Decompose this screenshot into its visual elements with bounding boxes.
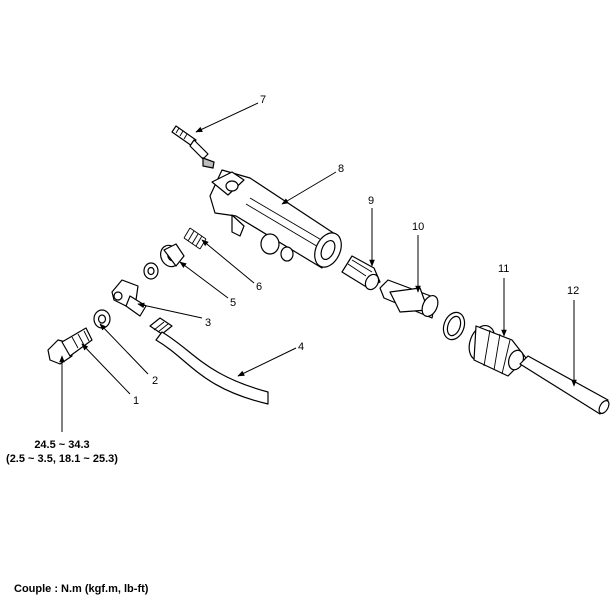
piston <box>379 279 439 319</box>
label-5: 5 <box>230 297 236 309</box>
leader-5 <box>179 261 229 299</box>
label-8: 8 <box>338 163 344 175</box>
label-4: 4 <box>298 341 304 353</box>
part-labels: 7 8 9 10 11 12 6 5 3 4 2 1 <box>133 94 579 407</box>
label-11: 11 <box>498 263 509 275</box>
leader-7 <box>195 102 259 133</box>
bleeder-screw <box>171 125 215 169</box>
units-note: Couple : N.m (kgf.m, lb-ft) <box>14 583 149 595</box>
label-10: 10 <box>412 221 424 233</box>
label-1: 1 <box>133 395 139 407</box>
spring <box>183 227 207 250</box>
washer <box>93 309 111 329</box>
label-3: 3 <box>205 317 211 329</box>
boot-large <box>468 324 527 377</box>
leader-2 <box>99 323 149 375</box>
leader-lines <box>59 102 577 432</box>
torque-value: 24.5 ~ 34.3 <box>34 439 89 451</box>
label-6: 6 <box>256 281 262 293</box>
cylinder-body <box>209 169 342 269</box>
torque-spec: 24.5 ~ 34.3 (2.5 ~ 3.5, 18.1 ~ 25.3) <box>6 439 118 465</box>
label-9: 9 <box>368 195 374 207</box>
leader-1 <box>81 343 131 395</box>
leader-3 <box>137 302 203 319</box>
label-7: 7 <box>260 94 266 106</box>
label-2: 2 <box>152 375 158 387</box>
boot-small <box>341 255 381 291</box>
clutch-tube <box>149 317 269 405</box>
washer-small <box>143 262 159 280</box>
label-12: 12 <box>567 285 579 297</box>
piston-cup <box>160 243 185 268</box>
leader-6 <box>201 239 255 284</box>
leader-8 <box>281 171 337 205</box>
retaining-ring <box>442 311 466 341</box>
push-rod <box>519 355 610 415</box>
banjo-bolt <box>47 327 93 365</box>
leader-4 <box>237 347 297 377</box>
banjo-fitting <box>111 279 147 317</box>
torque-conversions: (2.5 ~ 3.5, 18.1 ~ 25.3) <box>6 453 118 465</box>
